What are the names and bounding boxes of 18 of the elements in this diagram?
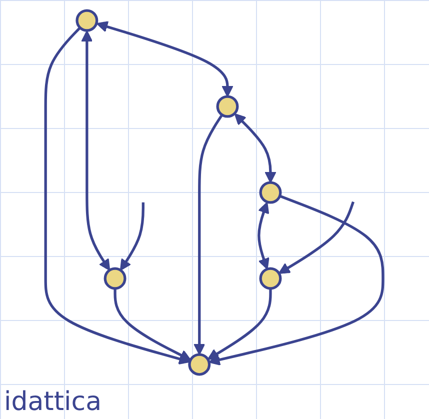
arrow <box>120 202 145 271</box>
node-circle <box>216 95 239 118</box>
node-circle <box>259 181 282 204</box>
node-circle <box>188 353 211 376</box>
arrow <box>208 288 272 360</box>
arrow <box>44 26 191 365</box>
node-circle <box>76 9 98 32</box>
arrow <box>81 30 110 271</box>
arrow <box>194 114 224 356</box>
node-circle <box>104 267 127 290</box>
arrow <box>258 202 270 270</box>
label-text: idattica <box>4 387 102 417</box>
arrow <box>278 201 355 274</box>
arrow <box>96 21 234 98</box>
arrow <box>208 194 384 366</box>
node-circle <box>259 267 282 290</box>
arrow <box>234 113 277 184</box>
arrow <box>114 288 192 360</box>
